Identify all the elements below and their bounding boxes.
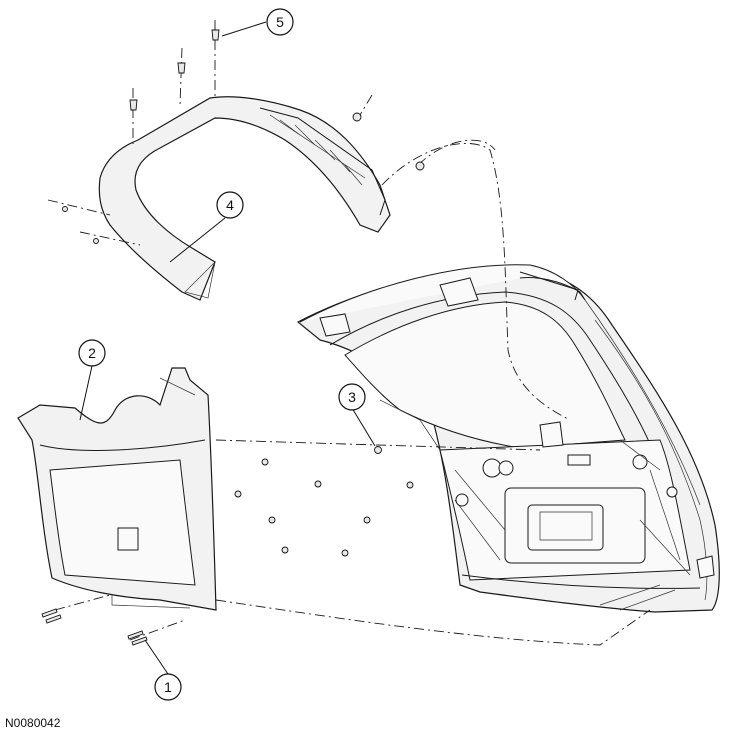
- assembly-lines: [47, 20, 651, 646]
- callout-5-number: 5: [276, 14, 284, 30]
- lower-trim-panel: [17, 367, 217, 611]
- callout-5: 5: [266, 8, 294, 36]
- callout-leaders: [79, 21, 376, 675]
- upper-trim-panel: [98, 96, 391, 301]
- callout-1-number: 1: [164, 679, 172, 695]
- figure-code: N0080042: [5, 716, 61, 730]
- liftgate-assembly: [296, 264, 720, 613]
- callout-1: 1: [154, 673, 182, 701]
- callout-2-number: 2: [88, 345, 96, 361]
- callout-4: 4: [216, 191, 244, 219]
- callout-2: 2: [78, 339, 106, 367]
- callout-3-number: 3: [348, 389, 356, 405]
- fasteners: [41, 29, 425, 646]
- callout-4-number: 4: [226, 197, 234, 213]
- callout-3: 3: [338, 383, 366, 411]
